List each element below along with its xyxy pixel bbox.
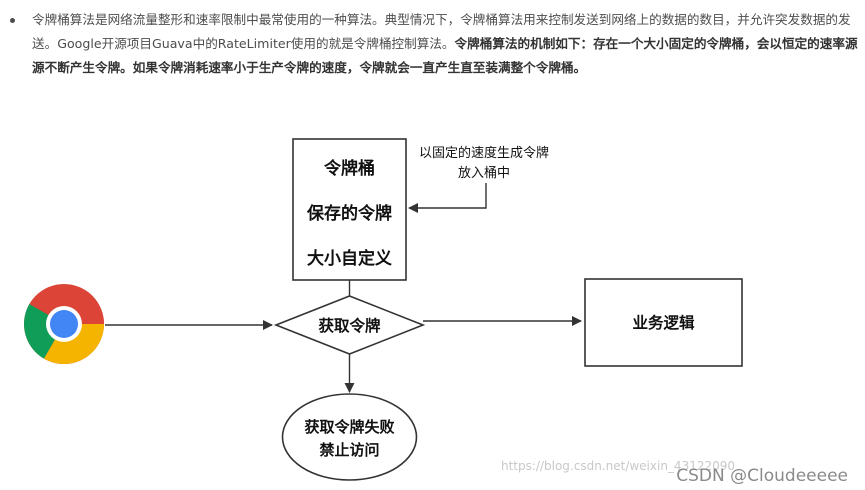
list-bullet bbox=[10, 18, 15, 23]
failure-line-2: 禁止访问 bbox=[319, 441, 379, 459]
note-line-1: 以固定的速度生成令牌 bbox=[419, 145, 549, 161]
note-to-bucket-arrow bbox=[408, 183, 487, 213]
csdn-credit-watermark: CSDN @Cloudeeeee bbox=[676, 466, 848, 486]
blog-url-watermark: https://blog.csdn.net/weixin_43122090 bbox=[501, 459, 735, 473]
get-token-decision: 获取令牌 bbox=[273, 295, 426, 355]
note-line-2: 放入桶中 bbox=[458, 166, 510, 181]
chrome-logo-icon bbox=[24, 284, 104, 364]
bucket-title: 令牌桶 bbox=[324, 158, 375, 179]
paragraph-bold-text: 令牌桶算法的机制如下：存在一个大小固定的令牌桶，会以恒定的速率源源不断产生令牌。… bbox=[32, 36, 858, 75]
access-denied-node: 获取令牌失败 禁止访问 bbox=[281, 393, 418, 481]
business-logic-label: 业务逻辑 bbox=[632, 313, 695, 332]
paragraph-normal-text: 令牌桶算法是网络流量整形和速率限制中最常使用的一种算法。典型情况下，令牌桶算法用… bbox=[32, 12, 851, 51]
list-item-paragraph: 令牌桶算法是网络流量整形和速率限制中最常使用的一种算法。典型情况下，令牌桶算法用… bbox=[6, 8, 861, 80]
failure-line-1: 获取令牌失败 bbox=[304, 418, 394, 436]
token-generation-note: 以固定的速度生成令牌 放入桶中 bbox=[419, 145, 549, 181]
token-bucket-box: 令牌桶 保存的令牌 大小自定义 bbox=[292, 138, 407, 281]
decision-label: 获取令牌 bbox=[318, 316, 381, 335]
bucket-stored-tokens: 保存的令牌 bbox=[306, 203, 392, 224]
bucket-size: 大小自定义 bbox=[307, 248, 392, 269]
business-logic-box: 业务逻辑 bbox=[584, 278, 743, 367]
